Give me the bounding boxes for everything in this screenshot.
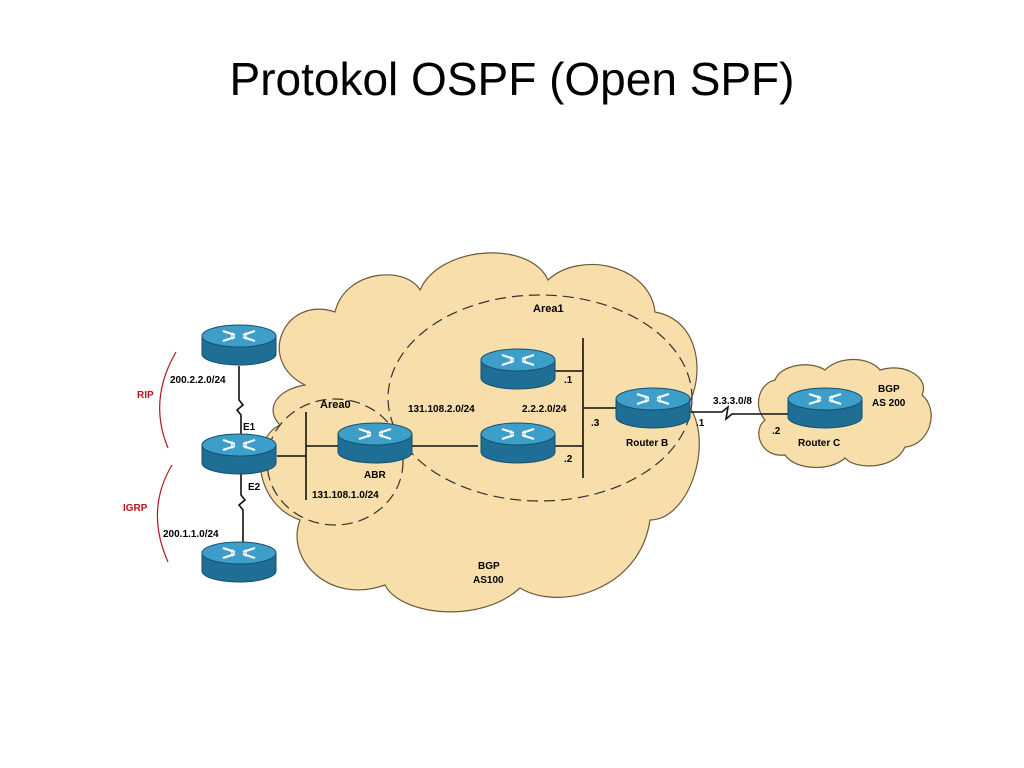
e2-label: E2 xyxy=(248,482,261,493)
slide-title: Protokol OSPF (Open SPF) xyxy=(229,53,795,105)
as100-label: AS100 xyxy=(473,575,504,586)
net-2-2-2-label: 2.2.2.0/24 xyxy=(522,404,567,415)
cloud-as100 xyxy=(259,252,700,613)
router-b-icon xyxy=(615,387,691,429)
area0-label: Area0 xyxy=(320,399,351,411)
area1-label: Area1 xyxy=(533,303,564,315)
rip-bracket xyxy=(159,351,177,449)
host-2-mid-label: .2 xyxy=(564,454,573,465)
net-131-108-2-label: 131.108.2.0/24 xyxy=(408,404,475,415)
router-c-icon xyxy=(787,387,863,429)
network-links xyxy=(235,338,788,542)
igrp-label: IGRP xyxy=(123,503,148,514)
net-3-3-3-label: 3.3.3.0/8 xyxy=(713,396,752,407)
bgp-as100-label: BGP xyxy=(478,561,500,572)
e1-label: E1 xyxy=(243,422,256,433)
router-area1-top-icon xyxy=(480,348,556,390)
host-1-top-label: .1 xyxy=(564,375,573,386)
bgp-as200-label: BGP xyxy=(878,384,900,395)
router-c-label: Router C xyxy=(798,438,840,449)
igrp-bracket xyxy=(156,464,173,563)
host-2-rc-label: .2 xyxy=(772,426,781,437)
net-200-1-1-label: 200.1.1.0/24 xyxy=(163,529,219,540)
as200-label: AS 200 xyxy=(872,398,906,409)
net-200-2-2-label: 200.2.2.0/24 xyxy=(170,375,226,386)
router-abr-icon xyxy=(337,422,413,464)
host-3-label: .3 xyxy=(591,418,600,429)
rip-label: RIP xyxy=(137,390,154,401)
router-b-label: Router B xyxy=(626,438,668,449)
router-igrp-icon xyxy=(201,541,277,583)
router-rip-icon xyxy=(201,324,277,366)
host-1-rb-label: .1 xyxy=(696,418,705,429)
abr-label: ABR xyxy=(364,470,386,481)
net-131-108-1-label: 131.108.1.0/24 xyxy=(312,490,379,501)
router-area1-bottom-icon xyxy=(480,422,556,464)
area1-boundary xyxy=(387,294,693,502)
router-asbr-icon xyxy=(201,433,277,475)
